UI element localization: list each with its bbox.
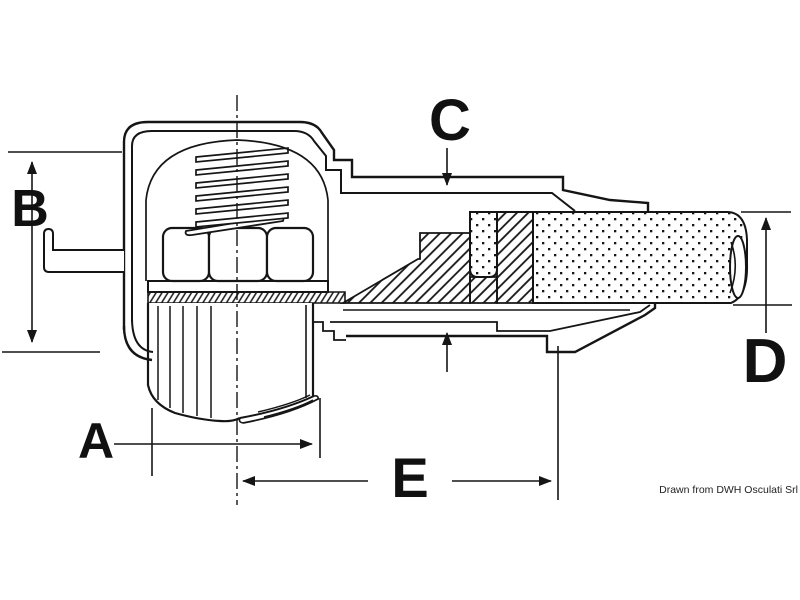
dimension-d <box>733 211 792 333</box>
dimension-e <box>242 346 559 500</box>
dimension-label-e: E <box>391 446 429 509</box>
threaded-stud <box>195 147 289 228</box>
gasket-seal <box>147 291 346 304</box>
stem-insert <box>339 211 534 304</box>
hose-bore-end <box>729 235 747 299</box>
fitting-body-outline <box>122 120 657 362</box>
dimension-b <box>2 151 122 353</box>
dimension-label-c: C <box>429 88 471 153</box>
dimension-a <box>114 398 321 476</box>
down-spout <box>146 303 319 424</box>
hex-nut <box>161 214 315 283</box>
dimension-label-b: B <box>11 180 49 238</box>
hook-tab <box>43 227 124 273</box>
washer <box>147 280 329 293</box>
dimension-label-a: A <box>77 413 115 469</box>
dimension-label-d: D <box>742 327 788 396</box>
credit-caption: Drawn from DWH Osculati Srl <box>659 484 798 496</box>
